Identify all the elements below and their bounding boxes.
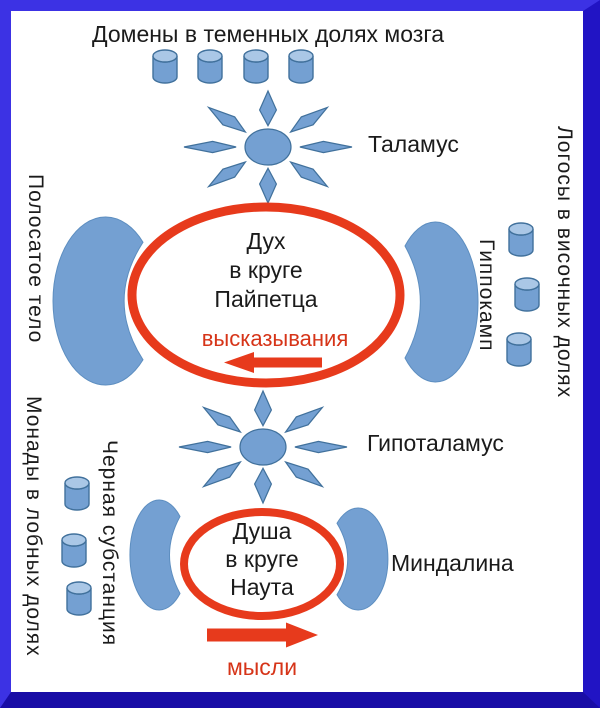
nauta-line-1: Душа bbox=[232, 518, 292, 544]
striatum-crescent-icon bbox=[52, 216, 144, 386]
thalamus-sun-icon bbox=[183, 90, 353, 204]
statements-arrow-left-icon bbox=[224, 352, 322, 373]
temporal-cylinder-icons bbox=[506, 222, 540, 367]
amygdala-label: Миндалина bbox=[391, 550, 514, 576]
amygdala-crescent-icon bbox=[336, 507, 389, 611]
monads-frontal-label: Монады в лобных долях bbox=[22, 396, 45, 657]
frontal-cylinder-icons bbox=[61, 476, 92, 616]
hypothalamus-label: Гипоталамус bbox=[367, 430, 504, 456]
nauta-circle-ring bbox=[180, 508, 344, 620]
cylinder-icon bbox=[243, 49, 269, 84]
hippocampus-label: Гиппокамп bbox=[475, 239, 498, 352]
nauta-line-3: Наута bbox=[230, 574, 294, 600]
thalamus-label: Таламус bbox=[368, 131, 459, 157]
cylinder-icon bbox=[66, 581, 92, 616]
cylinder-icon bbox=[508, 222, 534, 257]
papez-circle-text: Дух в круге Пайпетца bbox=[128, 227, 404, 314]
papez-line-1: Дух bbox=[246, 228, 286, 254]
thoughts-flow-label: мысли bbox=[226, 654, 298, 680]
papez-circle-ring bbox=[127, 202, 405, 388]
hippocampus-crescent-icon bbox=[404, 221, 479, 383]
cylinder-icon bbox=[197, 49, 223, 84]
thoughts-arrow-right-icon bbox=[207, 622, 318, 648]
papez-line-3: Пайпетца bbox=[214, 286, 318, 312]
cylinder-icon bbox=[61, 533, 87, 568]
nauta-circle-text: Душа в круге Наута bbox=[180, 517, 344, 601]
cylinder-icon bbox=[514, 277, 540, 312]
nauta-line-2: в круге bbox=[225, 546, 299, 572]
cylinder-icon bbox=[152, 49, 178, 84]
statements-flow-label: высказывания bbox=[201, 326, 349, 351]
papez-line-2: в круге bbox=[229, 257, 303, 283]
substantia-nigra-label: Черная субстанция bbox=[98, 440, 121, 647]
cylinder-icon bbox=[288, 49, 314, 84]
hypothalamus-sun-icon bbox=[178, 390, 348, 504]
cylinder-icon bbox=[64, 476, 90, 511]
striatum-label: Полосатое тело bbox=[24, 174, 47, 344]
diagram-title: Домены в теменных долях мозга bbox=[92, 21, 444, 47]
nauta-left-crescent-icon bbox=[129, 499, 181, 611]
cylinder-icon bbox=[506, 332, 532, 367]
parietal-cylinder-icons bbox=[152, 49, 314, 84]
logos-temporal-label: Логосы в височных долях bbox=[553, 126, 576, 399]
